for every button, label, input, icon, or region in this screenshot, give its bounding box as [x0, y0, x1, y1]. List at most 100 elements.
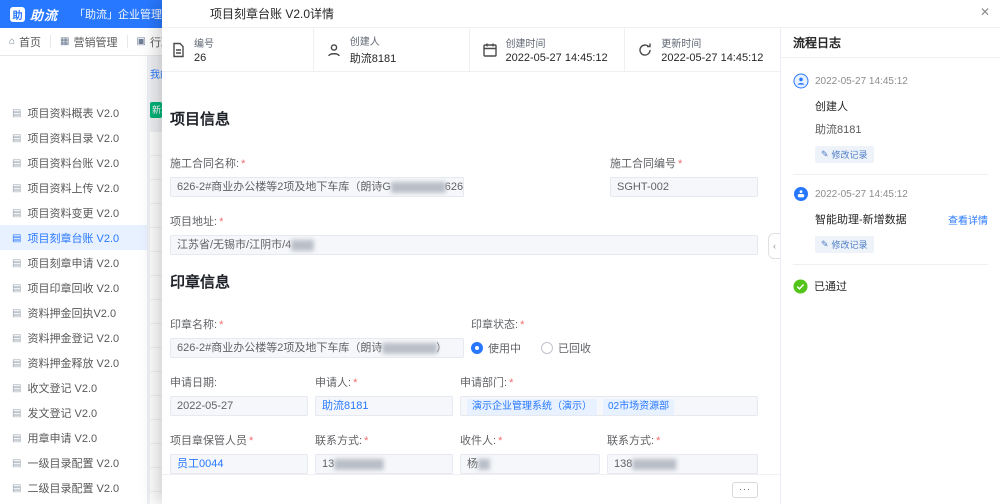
sidebar-item[interactable]: 资料押金释放 V2.0: [0, 350, 147, 375]
number-icon: [173, 42, 184, 57]
process-log-title: 流程日志: [781, 28, 1000, 58]
menu-item-icon: [12, 132, 21, 144]
log-entry-user: 助流8181: [815, 124, 862, 136]
sidebar-menu: 项目资料概表 V2.0 项目资料目录 V2.0 项目资料台账 V2.0 项目资料…: [0, 56, 148, 504]
field-receiver: 收件人:* 杨██: [460, 432, 600, 474]
seal-keeper-input[interactable]: 员工0044: [170, 454, 308, 474]
summary-card-creator: 创建人 助流8181: [312, 28, 469, 71]
project-address-input[interactable]: 江苏省/无锡市/江阴市/4████: [170, 235, 758, 255]
section-title-project-info: 项目信息: [170, 111, 231, 128]
field-apply-date: 申请日期: 2022-05-27: [170, 374, 308, 416]
sidebar-item[interactable]: 项目资料变更 V2.0: [0, 200, 147, 225]
close-icon[interactable]: ✕: [979, 5, 990, 19]
sidebar-item-label: 二级目录配置 V2.0: [27, 482, 120, 495]
nav-tab[interactable]: ⌂ 首页: [0, 35, 52, 49]
edit-icon: [821, 239, 829, 250]
field-seal-keeper: 项目章保管人员* 员工0044: [170, 432, 308, 474]
sidebar-item-label: 用章申请 V2.0: [27, 432, 98, 445]
summary-row: 编号 26 创建人 助流8181 创建时间 2022-05-27 14:45:1…: [162, 28, 780, 72]
sidebar-item[interactable]: 项目刻章台账 V2.0: [0, 225, 147, 250]
log-entry-created: 2022-05-27 14:45:12 创建人 助流8181 修改记录: [793, 62, 988, 175]
update-time-value: 2022-05-27 14:45:12: [661, 52, 764, 64]
more-actions-button[interactable]: ···: [732, 481, 758, 498]
underlying-table: [150, 132, 162, 504]
collapse-handle[interactable]: ‹: [768, 233, 780, 259]
log-entry-title: 创建人: [815, 101, 848, 113]
sidebar-item-label: 项目印章回收 V2.0: [27, 282, 120, 295]
field-receiver-phone: 联系方式:* 138████████: [607, 432, 758, 474]
sidebar-item[interactable]: 二级目录配置 V2.0: [0, 475, 147, 500]
menu-item-icon: [12, 157, 21, 169]
menu-item-icon: [12, 107, 21, 119]
log-entry-title: 智能助理-新增数据: [815, 214, 907, 226]
seal-name-input[interactable]: 626-2#商业办公楼等2项及地下车库（朗诗██████████）: [170, 338, 464, 358]
underlying-tab[interactable]: 我的: [150, 70, 162, 81]
redacted-text: ████████: [632, 459, 676, 469]
user-avatar-icon: [793, 73, 809, 89]
department-tag[interactable]: 演示企业管理系统（演示）: [467, 399, 597, 415]
apply-date-input[interactable]: 2022-05-27: [170, 396, 308, 416]
nav-tab-label: 营销管理: [73, 36, 118, 49]
menu-item-icon: [12, 457, 21, 469]
menu-item-icon: [12, 182, 21, 194]
field-contract-name: 施工合同名称:* 626-2#商业办公楼等2项及地下车库（朗诗G████████…: [170, 155, 464, 197]
sidebar-item[interactable]: 项目资料概表 V2.0: [0, 100, 147, 125]
sidebar-item[interactable]: 项目资料目录 V2.0: [0, 125, 147, 150]
sidebar-item[interactable]: 项目资料上传 V2.0: [0, 175, 147, 200]
underlying-add-button[interactable]: 新增: [150, 102, 162, 118]
sidebar-item-label: 资料押金回执V2.0: [27, 307, 117, 320]
log-timestamp: 2022-05-27 14:45:12: [815, 75, 908, 87]
applicant-input[interactable]: 助流8181: [315, 396, 453, 416]
summary-card-update-time: 更新时间 2022-05-27 14:45:12: [624, 28, 780, 71]
sidebar-item-label: 项目资料目录 V2.0: [27, 132, 120, 145]
summary-card-number: 编号 26: [170, 28, 313, 71]
field-seal-status: 印章状态:* 使用中 已回收: [471, 319, 591, 356]
sidebar-item-label: 资料押金登记 V2.0: [27, 332, 120, 345]
redacted-text: █████████: [334, 459, 383, 469]
creator-value: 助流8181: [349, 53, 397, 65]
view-detail-link[interactable]: 查看详情: [948, 215, 988, 227]
receiver-input[interactable]: 杨██: [460, 454, 600, 474]
sidebar-item[interactable]: 收文登记 V2.0: [0, 375, 147, 400]
refresh-icon: [639, 43, 651, 56]
menu-item-icon: [12, 207, 21, 219]
edit-record-chip[interactable]: 修改记录: [815, 146, 874, 163]
nav-tab-label: 首页: [19, 36, 42, 49]
sidebar-item[interactable]: 发文登记 V2.0: [0, 400, 147, 425]
sidebar-item-label: 项目资料上传 V2.0: [27, 182, 120, 195]
logo-text: 助流: [30, 7, 59, 23]
sidebar-item[interactable]: 项目资料台账 V2.0: [0, 150, 147, 175]
receiver-phone-input[interactable]: 138████████: [607, 454, 758, 474]
nav-tab[interactable]: ▦ 营销管理: [51, 35, 128, 49]
contract-no-input[interactable]: SGHT-002: [610, 177, 758, 197]
menu-item-icon: [12, 307, 21, 319]
keeper-phone-input[interactable]: 13█████████: [315, 454, 453, 474]
department-tag[interactable]: 02市场资源部: [603, 399, 675, 415]
contract-name-input[interactable]: 626-2#商业办公楼等2项及地下车库（朗诗G██████████626-2#商…: [170, 177, 464, 197]
chevron-left-icon: ‹: [773, 241, 776, 251]
radio-recycled[interactable]: 已回收: [541, 340, 591, 356]
sidebar-item[interactable]: 用章申请 V2.0: [0, 425, 147, 450]
apply-department-input[interactable]: 演示企业管理系统（演示） 02市场资源部: [460, 396, 758, 416]
redacted-text: ██████████: [382, 343, 437, 353]
nav-tab-icon: ▦: [60, 36, 70, 47]
log-entry-assistant: 2022-05-27 14:45:12 智能助理-新增数据 查看详情 修改记录: [793, 175, 988, 265]
drawer-footer: ···: [162, 474, 780, 504]
sidebar-item[interactable]: 项目印章回收 V2.0: [0, 275, 147, 300]
sidebar-item[interactable]: 资料押金回执V2.0: [0, 300, 147, 325]
nav-tab[interactable]: ▣ 行政管理: [128, 35, 163, 49]
detail-drawer: 项目刻章台账 V2.0详情 ✕ 编号 26 创建人 助流8181: [162, 0, 1000, 504]
sidebar-item[interactable]: 资料押金登记 V2.0: [0, 325, 147, 350]
menu-item-icon: [12, 232, 21, 244]
sidebar-item-label: 一级目录配置 V2.0: [27, 457, 120, 470]
redacted-text: ██████████: [390, 182, 446, 192]
sidebar-item[interactable]: 一级目录配置 V2.0: [0, 450, 147, 475]
edit-record-chip[interactable]: 修改记录: [815, 236, 874, 253]
underlying-page-strip: 我的 新增: [148, 56, 162, 504]
sidebar-item[interactable]: 项目刻章申请 V2.0: [0, 250, 147, 275]
logo: 助 助流: [10, 5, 58, 24]
radio-in-use[interactable]: 使用中: [471, 340, 521, 356]
log-timestamp: 2022-05-27 14:45:12: [815, 188, 908, 200]
summary-card-create-time: 创建时间 2022-05-27 14:45:12: [468, 28, 625, 71]
drawer-title: 项目刻章台账 V2.0详情: [210, 7, 335, 21]
